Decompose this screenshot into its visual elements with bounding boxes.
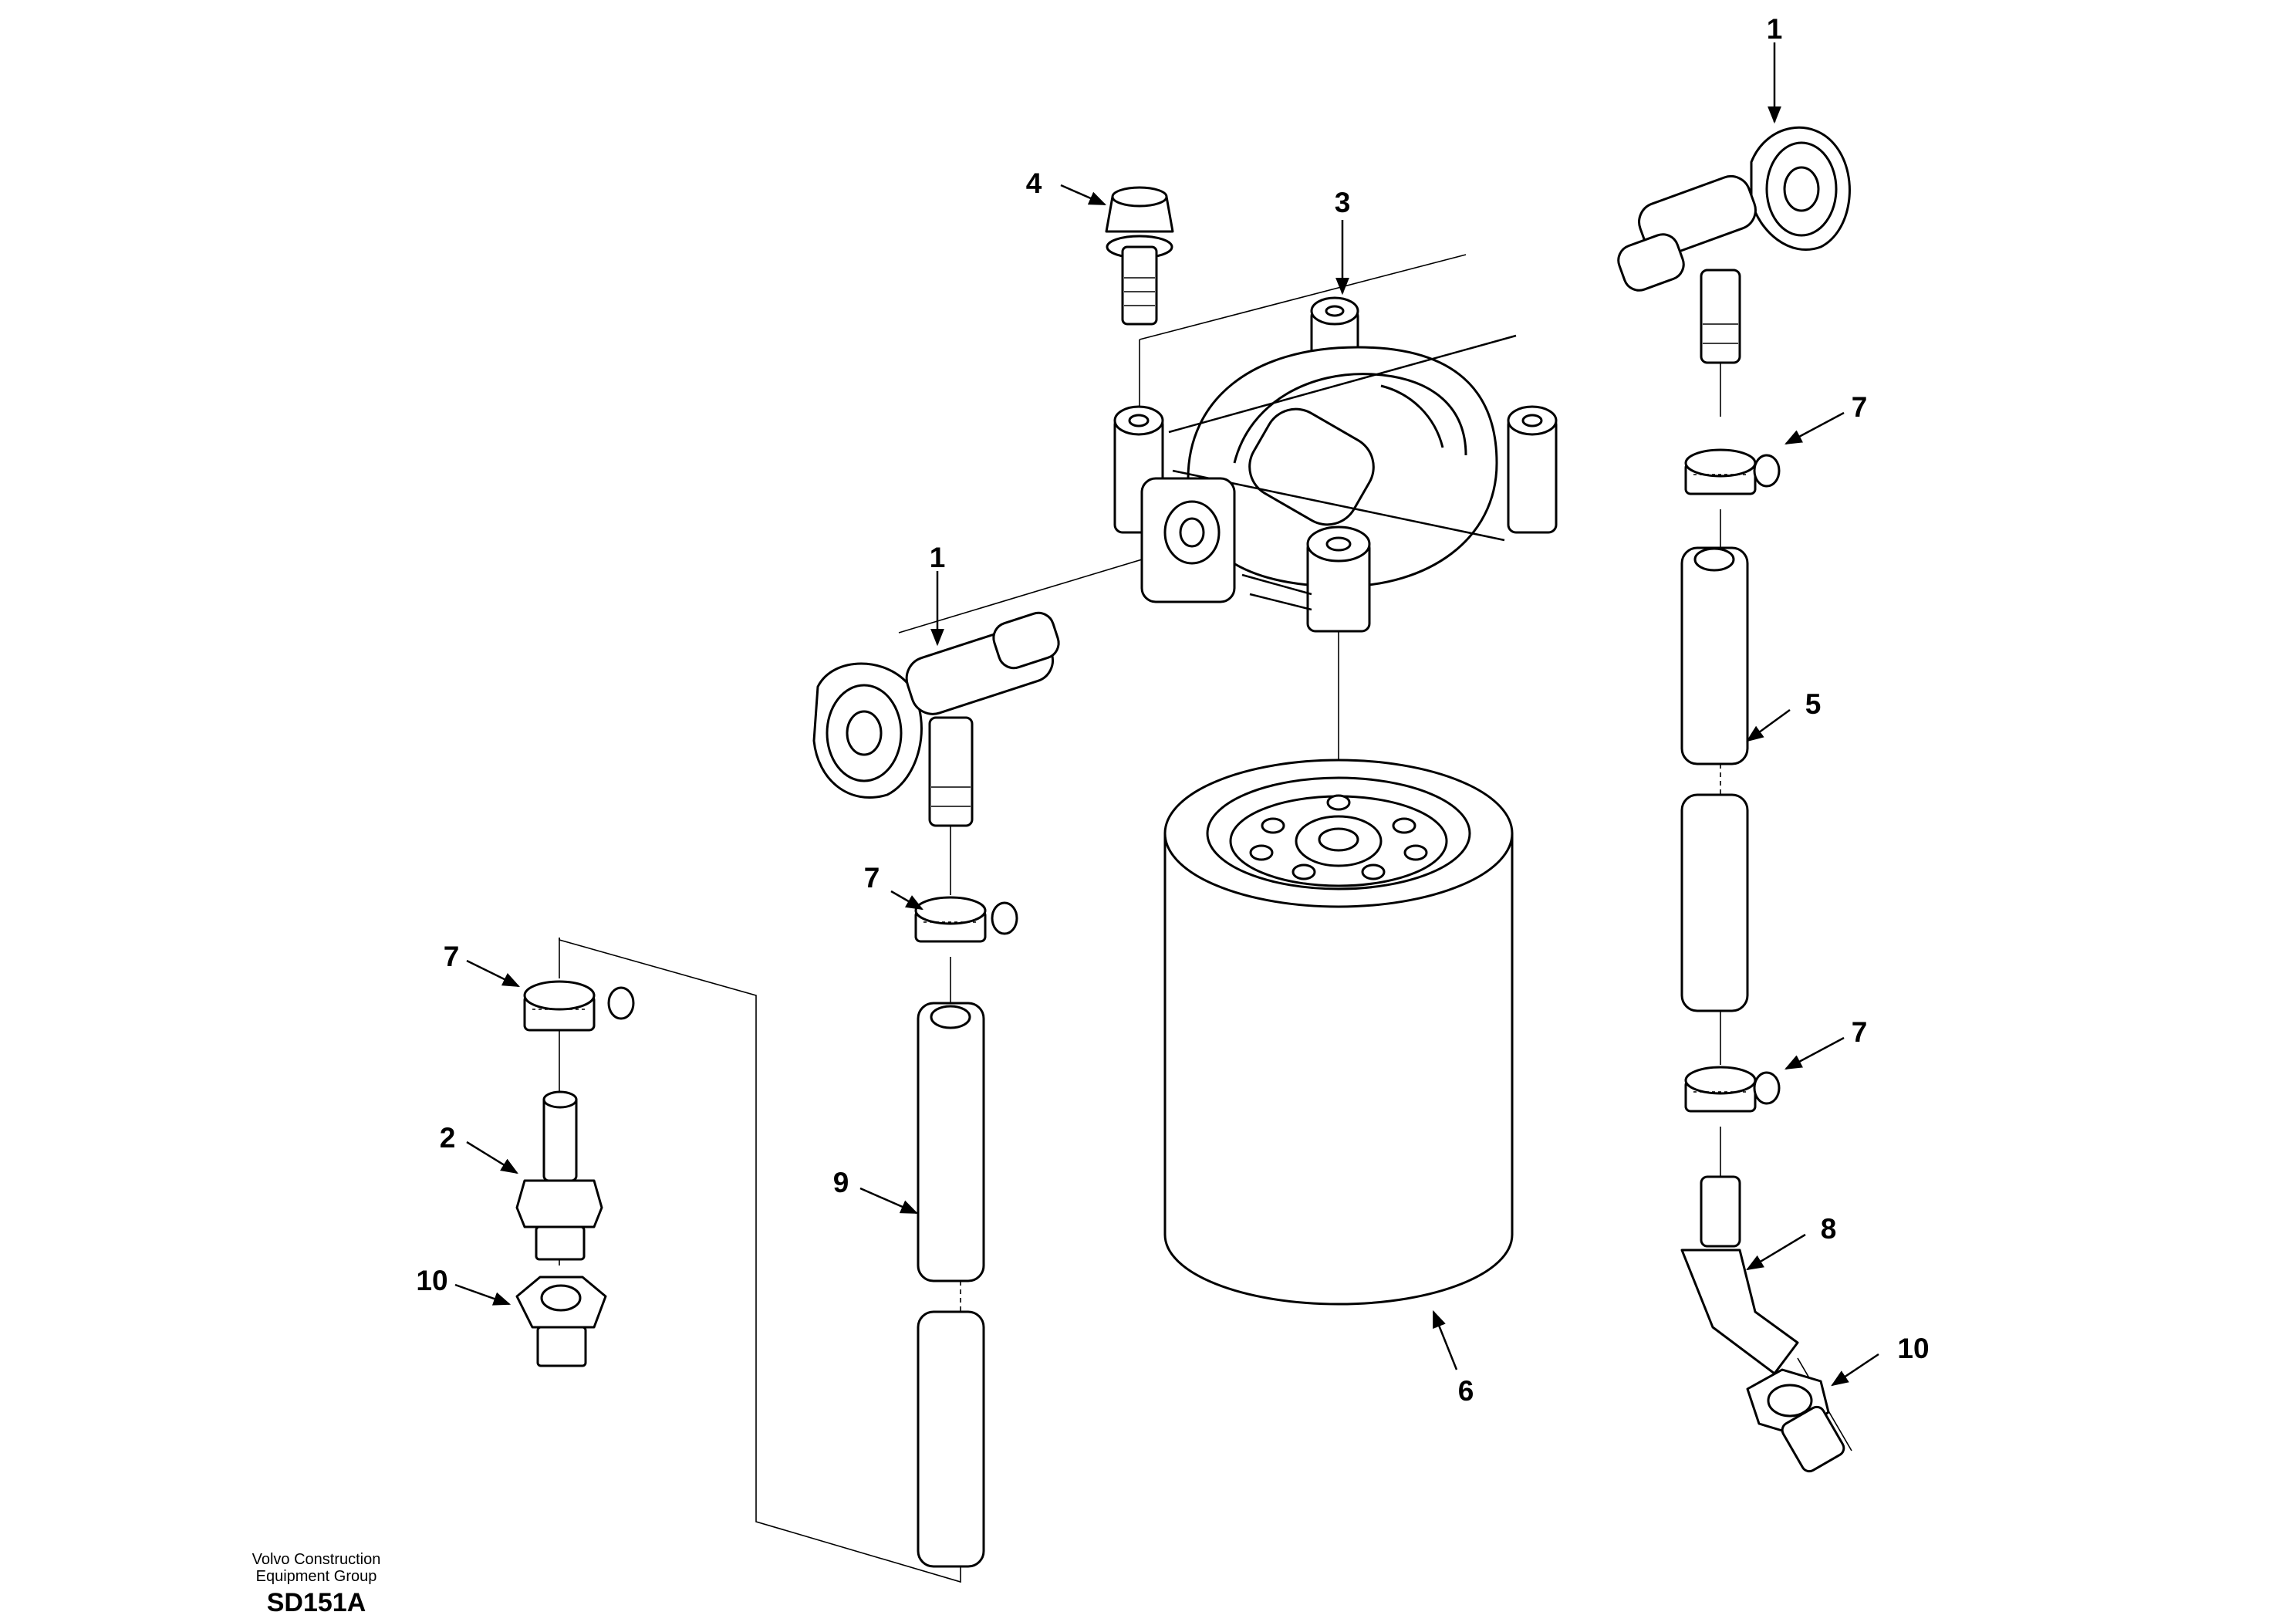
hose-clamp-right-upper (1684, 448, 1781, 495)
adapter-fitting-right (1746, 1368, 1845, 1473)
publisher-name-line1: Volvo Construction (252, 1551, 381, 1568)
fuel-hose-center (917, 1002, 985, 1568)
callout-3: 3 (1335, 187, 1351, 218)
shutoff-valve-left (812, 611, 1060, 827)
filter-head (1113, 296, 1558, 633)
callout-5: 5 (1805, 688, 1822, 720)
callout-10-right: 10 (1897, 1333, 1929, 1364)
hose-clamp-center (914, 896, 1018, 943)
callout-1-left: 1 (930, 542, 946, 573)
callout-labels: 1 1 2 3 4 5 6 7 7 7 7 8 9 10 10 (416, 13, 1929, 1407)
callout-4: 4 (1026, 167, 1042, 199)
adapter-fitting-left (515, 1276, 607, 1367)
fuel-hose-right (1680, 546, 1749, 1012)
elbow-fitting (1680, 1175, 1799, 1375)
fuel-filter-cartridge (1163, 759, 1514, 1306)
callout-6: 6 (1458, 1375, 1474, 1407)
banjo-bolt (1105, 186, 1174, 326)
callout-9: 9 (833, 1167, 849, 1198)
drawing-code: SD151A (266, 1588, 366, 1617)
leader-lines (454, 42, 1879, 1387)
hose-clamp-left (523, 980, 635, 1032)
callout-7-left: 7 (444, 941, 460, 972)
callout-7-right-upper: 7 (1852, 391, 1868, 423)
publisher-name-line2: Equipment Group (255, 1568, 377, 1585)
publisher-footer: Volvo Construction Equipment Group SD151… (231, 1551, 401, 1619)
hose-clamp-right-lower (1684, 1066, 1781, 1113)
callout-2: 2 (440, 1122, 456, 1154)
shutoff-valve-right (1617, 126, 1851, 364)
callout-8: 8 (1821, 1213, 1837, 1245)
callout-1-right: 1 (1767, 13, 1783, 45)
callout-7-right-lower: 7 (1852, 1016, 1868, 1048)
barbed-nipple (515, 1090, 603, 1261)
callout-7-center: 7 (864, 862, 880, 894)
callout-10-left: 10 (416, 1265, 447, 1296)
